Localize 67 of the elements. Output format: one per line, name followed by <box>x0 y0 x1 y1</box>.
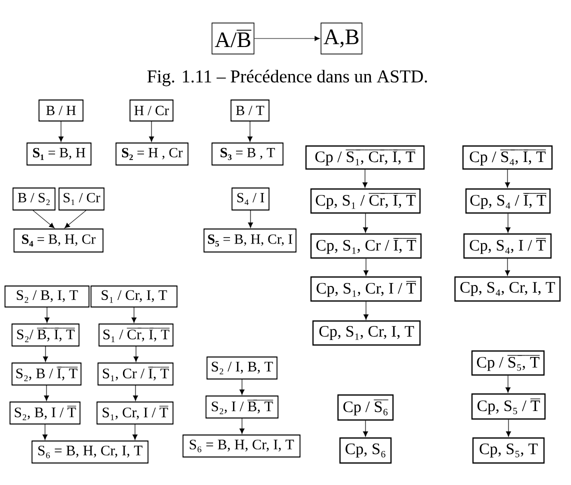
arrow <box>32 210 55 228</box>
arrow <box>505 258 510 276</box>
state-box: Cp / S̅₅̅,̅ ̅T̅ <box>471 350 545 376</box>
state-box: Cp / S̅₆̅ <box>337 394 394 421</box>
state-box: S₆ = B, H, Cr, I, T <box>182 434 300 458</box>
state-box: B / T <box>230 100 270 122</box>
arrow <box>134 346 138 362</box>
state-box: S₂, B, I / T̅ <box>10 402 80 424</box>
arrow <box>132 307 136 323</box>
state-box: S₁, Cr / I̅,̅ ̅T̅ <box>98 362 174 386</box>
arrow <box>363 213 368 233</box>
state-box: A,B <box>320 22 362 54</box>
state-box: Cp / S̅₁̅,̅ ̅C̅r̅,̅ ̅I̅,̅ ̅T̅ <box>305 145 425 170</box>
state-box: S₂, I / B̅,̅ ̅T̅ <box>206 396 278 418</box>
arrow <box>240 418 244 434</box>
state-box: Cp / S̅₄̅,̅ ̅I̅,̅ ̅T̅ <box>462 145 553 170</box>
state-box: Cp, S₄, I / T̅ <box>463 233 552 259</box>
arrow <box>44 307 50 323</box>
arrow <box>363 420 368 437</box>
arrow <box>64 210 86 228</box>
arrow <box>44 385 49 401</box>
state-box: A/B̅ <box>212 22 254 54</box>
arrow <box>506 419 511 437</box>
state-box: S₂ / B, I, T <box>4 286 90 308</box>
state-box: Cp, S₅, T <box>472 437 545 464</box>
state-box: S₆ = B, H, Cr, I, T <box>32 440 148 464</box>
state-box: S₄ = B, H, Cr <box>14 228 104 252</box>
state-box: S₁ / C̅r̅,̅ ̅I̅,̅ ̅T̅ <box>98 324 174 346</box>
state-box: S₂/ B̅,̅ ̅I̅,̅ ̅T̅ <box>12 324 80 346</box>
arrow <box>362 169 368 188</box>
caption: Fig. 1.11 – Précédence dans un ASTD. <box>147 70 427 86</box>
state-box: S₁ = B, H <box>26 142 92 166</box>
state-box: S₁ / Cr <box>58 188 104 210</box>
state-box: S₂, B / I̅,̅ ̅T̅ <box>12 362 82 386</box>
arrow <box>149 121 154 142</box>
arrow <box>254 36 320 41</box>
state-box: S₄ / I <box>232 188 270 210</box>
state-box: Cp, S₁ / C̅r̅,̅ ̅I̅,̅ ̅T̅ <box>310 188 421 214</box>
arrow <box>132 424 138 440</box>
state-box: Cp, S₁, Cr / I̅,̅ ̅T̅ <box>310 233 422 259</box>
state-box: Cp, S₅ / T̅ <box>471 393 546 420</box>
arrow <box>43 346 48 362</box>
arrow <box>133 385 138 401</box>
arrow <box>506 375 510 393</box>
state-box: H / Cr <box>130 100 174 122</box>
state-box: S₃ = B , T <box>212 142 284 166</box>
arrow <box>506 213 510 233</box>
arrow <box>58 121 64 142</box>
state-box: S₅ = B, H, Cr, I <box>204 228 296 252</box>
state-box: Cp, S₄ / I̅,̅ ̅T̅ <box>465 188 551 214</box>
arrow <box>42 424 48 440</box>
state-box: Cp, S₁, Cr, I / T̅ <box>310 276 422 302</box>
state-box: S₁ / Cr, I, T <box>90 286 178 308</box>
state-box: B / S₂ <box>12 188 56 210</box>
arrow <box>240 379 244 395</box>
arrow <box>364 258 368 276</box>
state-box: Cp, S₆ <box>339 437 392 464</box>
arrow <box>248 121 252 142</box>
arrow <box>505 169 510 188</box>
state-box: Cp, S₄, Cr, I, T <box>454 276 561 302</box>
arrow <box>364 301 368 320</box>
state-box: S₂ = H , Cr <box>116 142 188 166</box>
state-box: B / H <box>38 100 84 122</box>
state-box: Cp, S₁, Cr, I, T <box>312 320 421 346</box>
arrow <box>248 210 253 228</box>
state-box: S₂ / I, B, T <box>206 356 278 380</box>
state-box: S₁, Cr, I / T̅ <box>96 402 174 424</box>
